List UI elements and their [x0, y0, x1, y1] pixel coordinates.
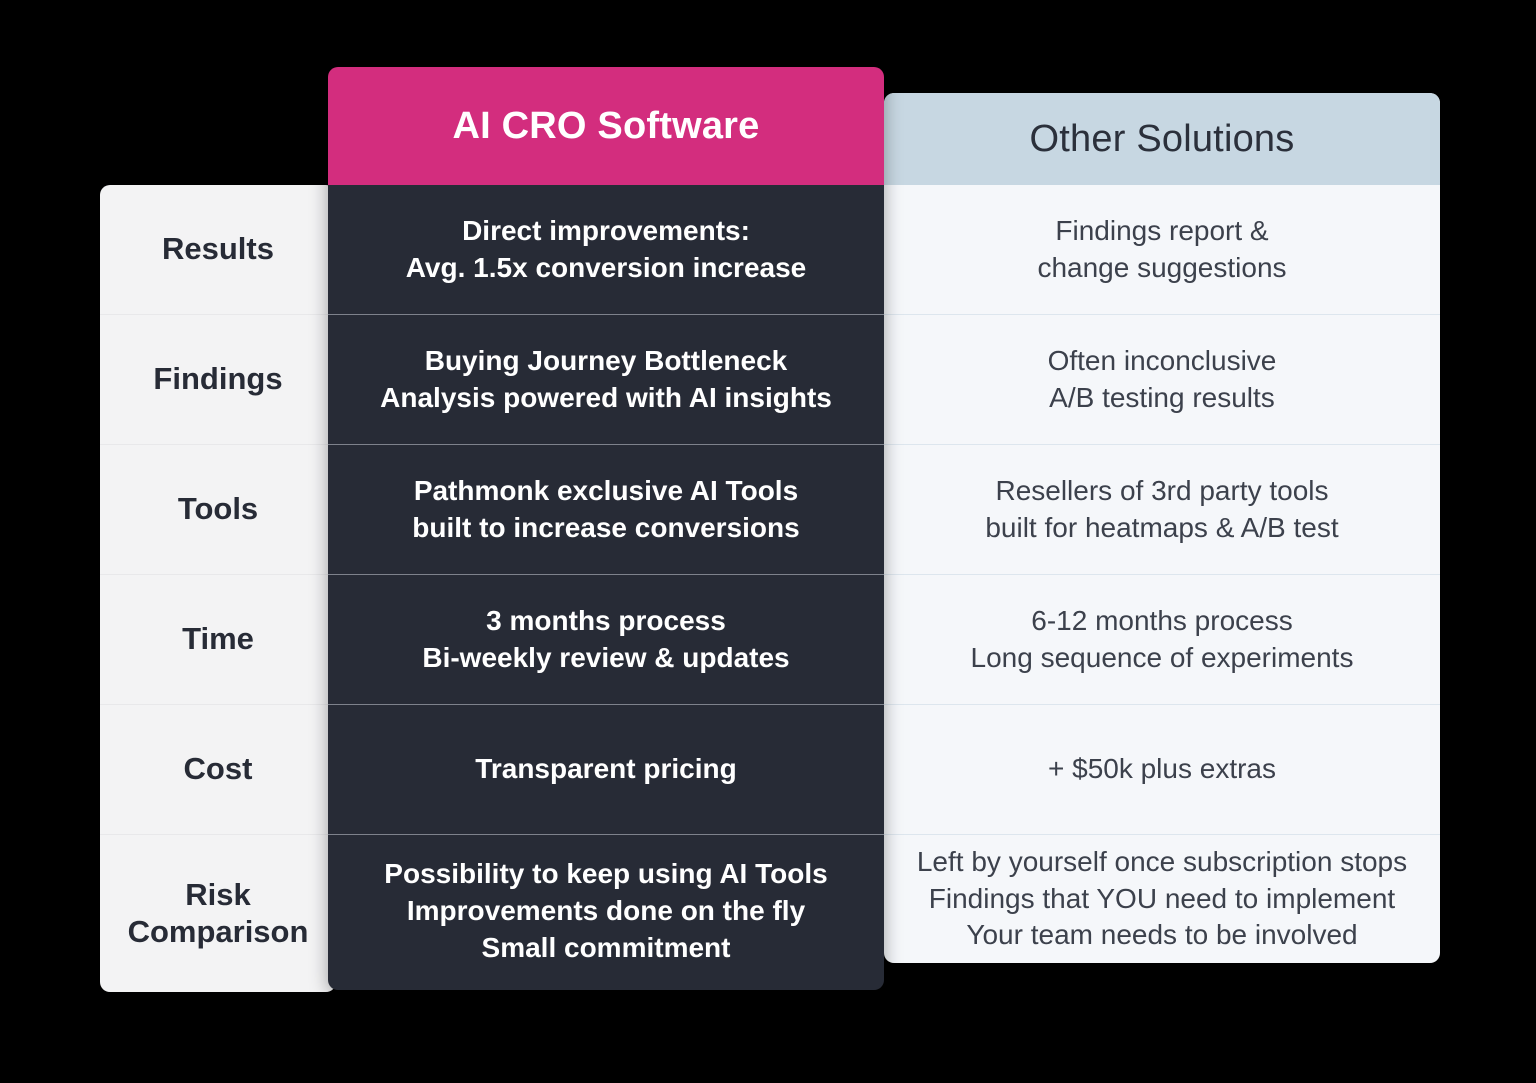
cell-line: built to increase conversions [412, 511, 800, 543]
cell-line: Left by yourself once subscription stops [916, 845, 1408, 877]
row-label-findings: Findings [100, 315, 336, 445]
ai-cro-cell-results: Direct improvements: Avg. 1.5x conversion… [328, 185, 884, 315]
row-label-tools: Tools [100, 445, 336, 575]
other-solutions-cell-risk-comparison: Left by yourself once subscription stops… [884, 835, 1440, 963]
cell-line: Tools [177, 491, 259, 527]
cell-line: change suggestions [1037, 251, 1287, 283]
cell-line: Cost [183, 751, 253, 787]
cell-line: Findings [153, 361, 283, 397]
cell-line: Long sequence of experiments [970, 641, 1354, 673]
ai-cro-cell-cost: Transparent pricing [328, 705, 884, 835]
cell-line: Time [182, 621, 254, 657]
cell-line: Results [162, 231, 274, 267]
cell-line: Analysis powered with AI insights [380, 381, 832, 413]
other-solutions-cell-cost: + $50k plus extras [884, 705, 1440, 835]
row-label-cost: Cost [100, 705, 336, 835]
other-solutions-header: Other Solutions [884, 93, 1440, 185]
cell-line: Bi-weekly review & updates [422, 641, 790, 673]
ai-cro-software-column: AI CRO Software Direct improvements: Avg.… [328, 67, 884, 990]
ai-cro-software-header: AI CRO Software [328, 67, 884, 185]
cell-line: Direct improvements: [462, 214, 750, 246]
cell-line: Findings report & [1055, 214, 1269, 246]
other-solutions-cell-results: Findings report & change suggestions [884, 185, 1440, 315]
cell-line: Possibility to keep using AI Tools [384, 858, 828, 890]
ai-cro-cell-tools: Pathmonk exclusive AI Tools built to incr… [328, 445, 884, 575]
ai-cro-software-body: Direct improvements: Avg. 1.5x conversion… [328, 185, 884, 990]
cell-line: Findings that YOU need to implement [928, 882, 1396, 914]
cell-line: A/B testing results [1049, 381, 1275, 413]
cell-line: Risk [185, 876, 251, 912]
cell-line: Pathmonk exclusive AI Tools [413, 474, 799, 506]
cell-line: + $50k plus extras [1047, 753, 1277, 785]
cell-line: Avg. 1.5x conversion increase [405, 251, 807, 283]
cell-line: 3 months process [486, 604, 726, 636]
row-label-results: Results [100, 185, 336, 315]
cell-line: Often inconclusive [1047, 344, 1277, 376]
cell-line: Buying Journey Bottleneck [424, 344, 788, 376]
cell-line: Resellers of 3rd party tools [995, 474, 1329, 506]
cell-line: Comparison [127, 913, 309, 949]
cell-line: Transparent pricing [475, 753, 737, 785]
cell-line: Improvements done on the fly [406, 895, 806, 927]
row-label-time: Time [100, 575, 336, 705]
cell-line: Your team needs to be involved [966, 919, 1358, 951]
other-solutions-column: Other Solutions Findings report & change … [884, 93, 1440, 963]
other-solutions-cell-tools: Resellers of 3rd party tools built for he… [884, 445, 1440, 575]
cell-line: built for heatmaps & A/B test [985, 511, 1339, 543]
cell-line: 6-12 months process [1031, 604, 1293, 636]
cell-line: Small commitment [481, 931, 731, 963]
